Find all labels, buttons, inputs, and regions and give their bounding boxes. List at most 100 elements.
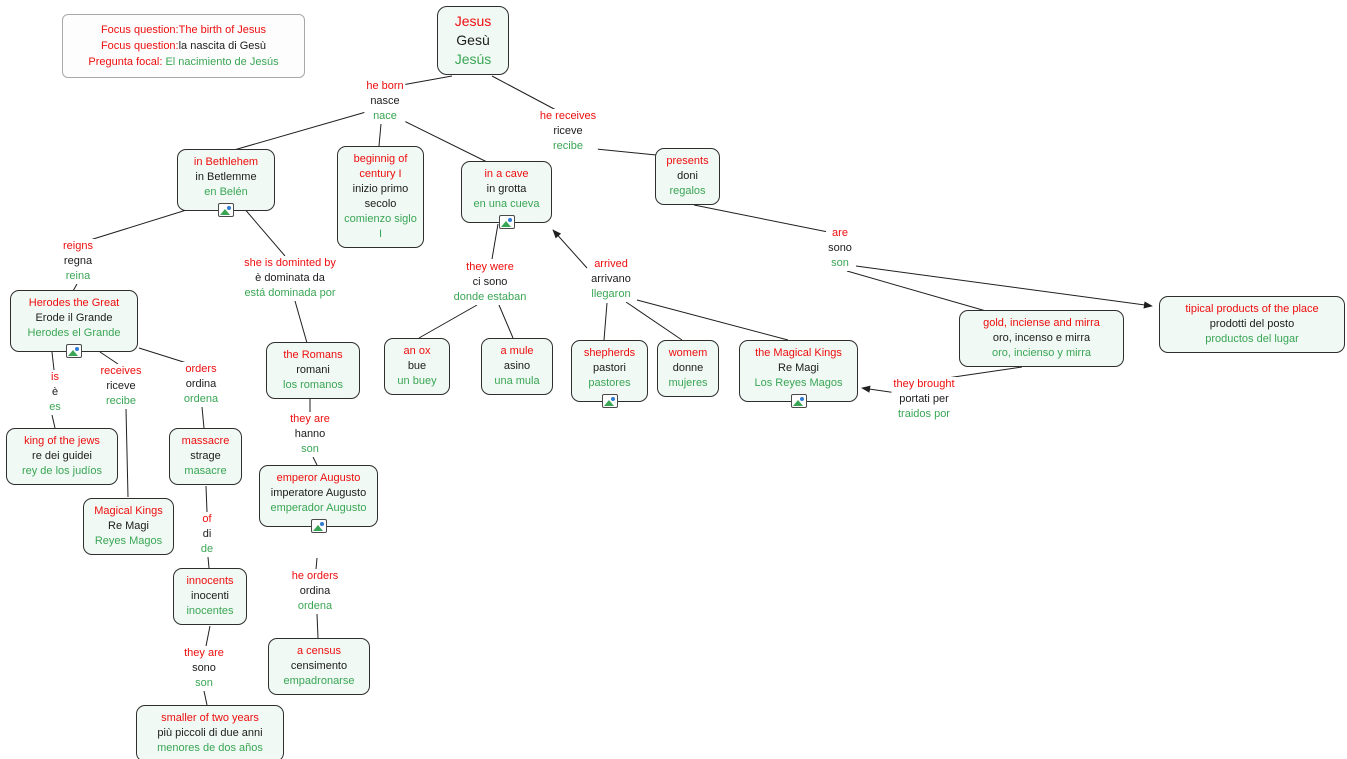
linking-text-it: hanno	[294, 428, 326, 440]
linking-text-en: arrived	[594, 258, 628, 270]
concept-text-es: Jesús	[454, 51, 492, 67]
concept-text-en: Magical Kings	[94, 505, 163, 517]
linking-text-it: è dominata da	[255, 272, 325, 284]
linking-text-it: ordina	[299, 585, 331, 597]
focus-question-text: Focus question:	[100, 40, 179, 52]
linking-text-es: es	[49, 401, 61, 413]
focus-question-line: Pregunta focal: El nacimiento de Jesús	[71, 54, 296, 70]
concept-text-it: prodotti del posto	[1209, 318, 1295, 330]
concept-text-en: smaller of two years	[161, 712, 259, 724]
concept-text-it: doni	[677, 170, 698, 182]
linking-text-es: ordena	[297, 600, 333, 612]
edge-line	[99, 351, 119, 365]
edge-line	[585, 147, 667, 157]
concept-text-it: bue	[407, 360, 427, 372]
linking-text-es: reina	[65, 270, 91, 282]
concept-text-it: pastori	[592, 362, 627, 374]
concept-text-en: Herodes the Great	[28, 297, 120, 309]
linking-text-en: receives	[100, 365, 142, 377]
linking-text-it: regna	[63, 255, 93, 267]
image-resource-icon[interactable]	[66, 344, 82, 358]
image-resource-icon[interactable]	[310, 519, 327, 533]
concept-text-it: asino	[503, 360, 531, 372]
concept-text-es: pastores	[588, 377, 631, 389]
image-resource-icon[interactable]	[601, 394, 618, 408]
concept-text-it: Re Magi	[778, 362, 819, 374]
linking-text-en: they are	[184, 647, 224, 659]
concept-text-en: presents	[666, 155, 709, 167]
linking-text-it: è	[51, 386, 59, 398]
focus-question-text: Pregunta focal:	[88, 56, 166, 68]
image-resource-icon[interactable]	[218, 203, 234, 217]
edge-line	[51, 414, 56, 429]
concept-text-es: comienzo siglo I	[344, 213, 417, 240]
image-resource-icon[interactable]	[790, 394, 807, 408]
image-resource-icon[interactable]	[498, 215, 515, 229]
concept-node-presents[interactable]: presents doni regalos	[655, 148, 720, 205]
concept-text-en: massacre	[181, 435, 230, 447]
focus-question-text: la nascita di Gesù	[178, 40, 267, 52]
concept-text-es: productos del lugar	[1205, 333, 1299, 345]
linking-text-it: di	[202, 528, 212, 540]
concept-text-en: an ox	[403, 345, 431, 357]
focus-question-text: Focus question:The birth of Jesus	[100, 24, 267, 36]
linking-text-it: ordina	[185, 378, 217, 390]
linking-text-en: orders	[185, 363, 217, 375]
edge-line	[51, 351, 55, 371]
concept-text-es: los romanos	[283, 379, 343, 391]
linking-text-it: ci sono	[472, 276, 508, 288]
concept-text-es: regalos	[669, 185, 706, 197]
concept-text-es: oro, incienso y mirra	[991, 347, 1092, 359]
concept-text-it: Gesù	[456, 32, 490, 48]
edge-line	[946, 366, 1023, 379]
concept-text-en: in Bethlehem	[193, 156, 259, 168]
linking-text-it: riceve	[106, 380, 136, 392]
linking-text-it: riceve	[553, 125, 583, 137]
concept-text-it: censimento	[290, 660, 348, 672]
concept-text-es: Herodes el Grande	[27, 327, 121, 339]
concept-text-es: Reyes Magos	[94, 535, 163, 547]
edge-line	[203, 690, 208, 706]
edge-line	[498, 304, 514, 339]
linking-phrase-orders[interactable]: orders ordina ordena	[181, 362, 221, 407]
linking-text-es: ordena	[183, 393, 219, 405]
edge-line	[316, 613, 319, 639]
linking-text-en: he receives	[539, 110, 597, 122]
